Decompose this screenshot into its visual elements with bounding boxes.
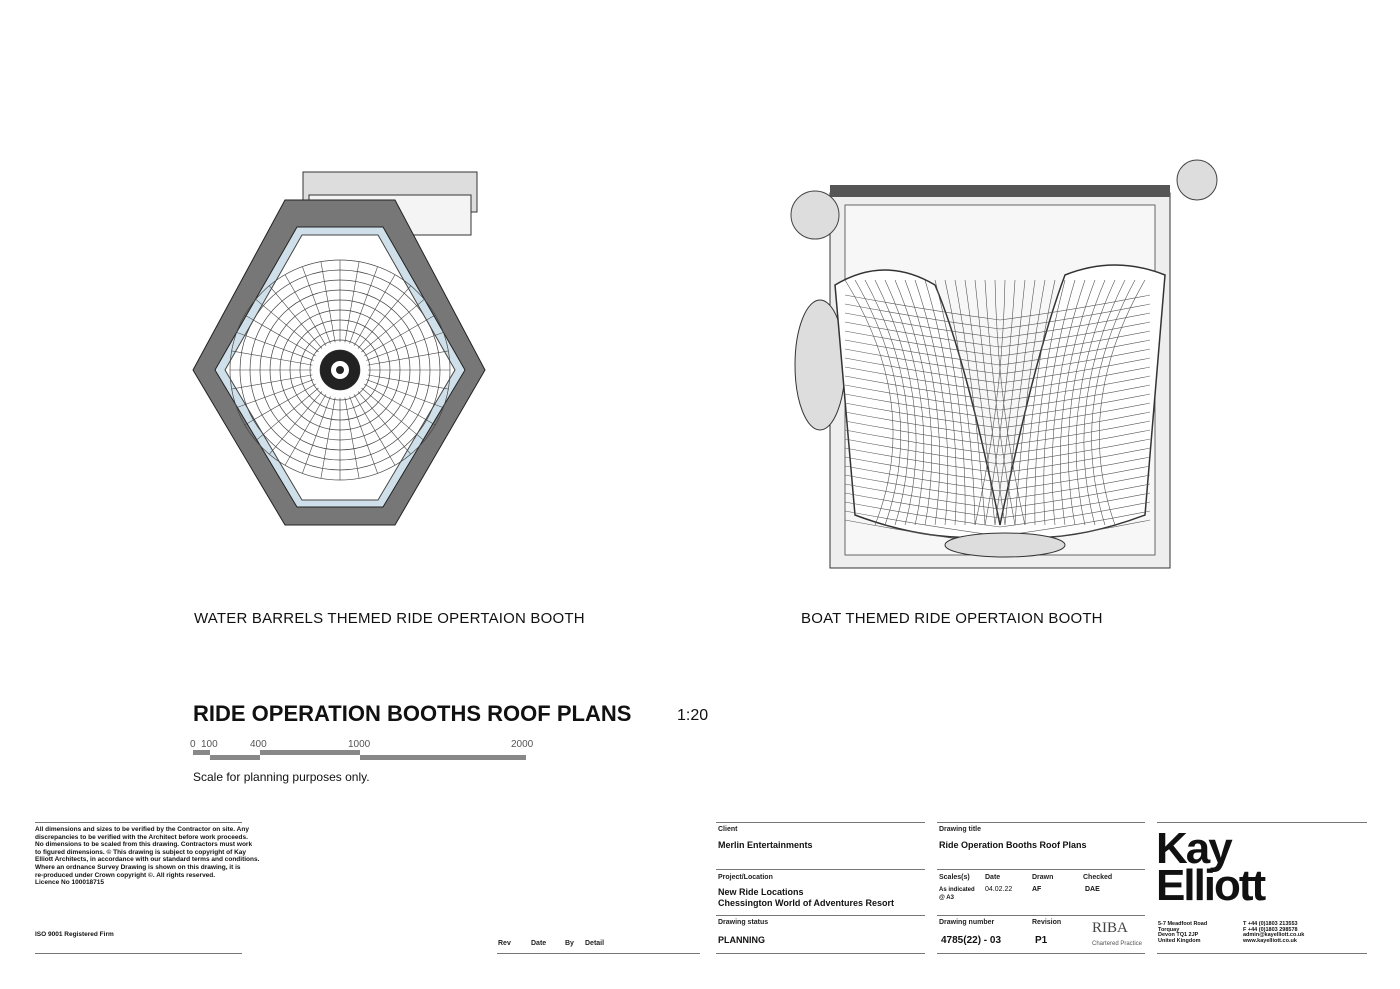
date-label: Date xyxy=(985,874,1001,881)
riba-logo: RIBA xyxy=(1092,920,1128,936)
scale-note: Scale for planning purposes only. xyxy=(193,770,370,784)
status-value: PLANNING xyxy=(718,935,765,945)
client-value: Merlin Entertainments xyxy=(718,840,813,850)
scale-label: 100 xyxy=(201,739,218,750)
project-line-2: Chessington World of Adventures Resort xyxy=(718,898,895,908)
client-label: Client xyxy=(718,826,738,833)
left-drawing-caption: WATER BARRELS THEMED RIDE OPERTAION BOOT… xyxy=(194,610,585,627)
sheet-scale: 1:20 xyxy=(677,707,709,724)
riba-subtitle: Chartered Practice xyxy=(1092,941,1143,947)
drawn-value: AF xyxy=(1032,886,1042,893)
dome-icon xyxy=(229,259,451,481)
checked-label: Checked xyxy=(1083,874,1113,881)
sheet-title: RIDE OPERATION BOOTHS ROOF PLANS xyxy=(193,701,632,726)
scales-label: Scales(s) xyxy=(939,874,970,881)
revision-label: Revision xyxy=(1032,919,1062,926)
project-label: Project/Location xyxy=(718,874,773,881)
title-value: Ride Operation Booths Roof Plans xyxy=(939,840,1087,850)
detail-header: Detail xyxy=(585,940,605,947)
rev-header: Rev xyxy=(498,940,511,947)
date-header: Date xyxy=(531,940,547,947)
scale-label: 1000 xyxy=(348,739,371,750)
scale-label: 0 xyxy=(190,739,196,750)
date-value: 04.02.22 xyxy=(985,886,1013,893)
checked-value: DAE xyxy=(1085,886,1100,893)
disclaimer-notes: All dimensions and sizes to be verified … xyxy=(35,826,260,887)
drawn-label: Drawn xyxy=(1032,874,1054,881)
scales-value: As indicated@ A3 xyxy=(939,887,975,901)
number-value: 4785(22) - 03 xyxy=(941,935,1002,946)
scale-label: 2000 xyxy=(511,739,534,750)
right-drawing-caption: BOAT THEMED RIDE OPERTAION BOOTH xyxy=(801,610,1103,627)
iso-note: ISO 9001 Registered Firm xyxy=(35,931,114,938)
boat-booth-plan xyxy=(790,159,1218,569)
number-label: Drawing number xyxy=(939,919,995,926)
revision-value: P1 xyxy=(1035,935,1048,946)
water-barrels-booth-plan xyxy=(192,171,486,526)
by-header: By xyxy=(565,940,574,947)
status-label: Drawing status xyxy=(718,919,769,926)
title-label: Drawing title xyxy=(939,826,982,833)
project-line-1: New Ride Locations xyxy=(718,887,804,897)
scale-label: 400 xyxy=(250,739,267,750)
